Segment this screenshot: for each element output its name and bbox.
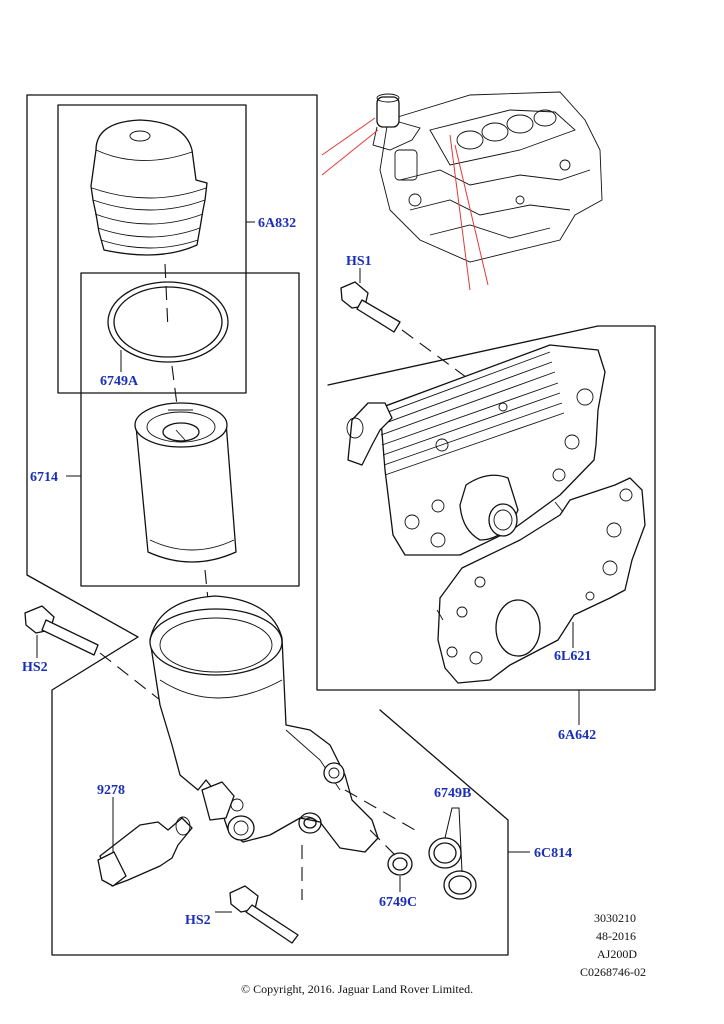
callout-hs1: HS1 — [346, 254, 372, 269]
bolt-hs2-left — [24, 605, 99, 656]
frame-filter-group — [80, 272, 300, 587]
callout-hs2-left: HS2 — [22, 660, 48, 675]
callout-6749c: 6749C — [379, 895, 417, 910]
oil-filter-cap — [90, 119, 208, 256]
frame-cap-group — [57, 104, 247, 394]
seal-6749b-lower — [443, 870, 477, 900]
copyright-notice: © Copyright, 2016. Jaguar Land Rover Lim… — [241, 982, 473, 996]
dash-hs2-to-housing — [99, 652, 161, 701]
callout-6a642: 6A642 — [558, 728, 596, 743]
callout-6714: 6714 — [30, 470, 58, 485]
ref-line-3: AJ200D — [597, 947, 637, 961]
frame-filter-assembly — [26, 94, 656, 691]
dash-seal-to-filter — [171, 365, 178, 406]
callout-6a832: 6A832 — [258, 216, 296, 231]
leader-6749b — [444, 807, 463, 873]
oil-pressure-sensor — [97, 816, 193, 887]
cap-o-ring — [107, 281, 229, 363]
dash-housing-to-seal-b — [344, 789, 416, 831]
callout-9278: 9278 — [97, 783, 125, 798]
frame-housing-group — [26, 94, 509, 956]
seal-6749b-upper — [428, 837, 462, 869]
engine-block-thumbnail — [321, 91, 603, 291]
seal-housing-small — [298, 812, 322, 834]
callout-6l621: 6L621 — [554, 649, 591, 664]
callout-6749a: 6749A — [100, 374, 139, 389]
oil-filter-housing — [149, 595, 379, 853]
callout-6c814: 6C814 — [534, 846, 572, 861]
callout-6749b: 6749B — [434, 786, 471, 801]
bolt-hs1 — [340, 281, 401, 333]
bolt-hs2-bottom — [229, 885, 299, 944]
oil-cooler — [346, 344, 606, 556]
ref-line-4: C0268746-02 — [580, 965, 646, 979]
oil-cooler-gasket — [436, 477, 646, 684]
seal-6749c — [387, 852, 413, 876]
dash-housing-to-seal-c — [369, 829, 396, 856]
dash-hs1-to-cooler — [401, 329, 471, 381]
ref-line-2: 48-2016 — [596, 929, 636, 943]
callout-hs2-bottom: HS2 — [185, 913, 211, 928]
ref-line-1: 3030210 — [594, 911, 636, 925]
oil-filter-element — [134, 402, 237, 563]
dash-cap-to-seal — [164, 263, 169, 331]
